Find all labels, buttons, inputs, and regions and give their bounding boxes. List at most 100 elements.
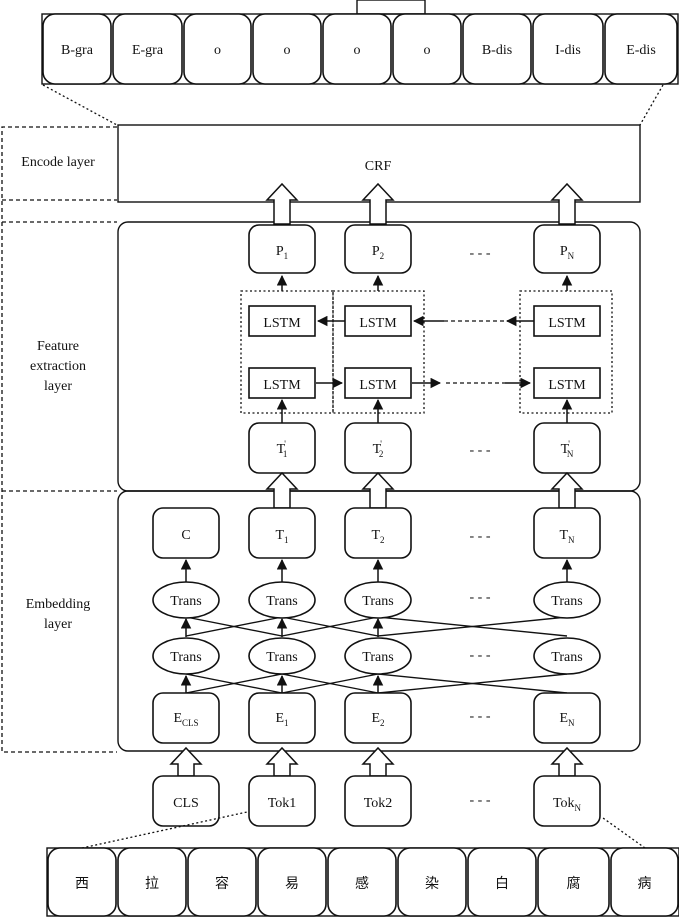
t-node-label: T2 xyxy=(371,528,384,545)
input-char-cell xyxy=(117,847,187,917)
trans-cross-link xyxy=(281,673,379,694)
input-char-text: 容 xyxy=(215,875,229,892)
t-prime-label: T'2 xyxy=(373,439,384,459)
trans-label: Trans xyxy=(551,650,582,665)
output-label-text: E-dis xyxy=(626,43,656,58)
hollow-arrow-tok-to-e xyxy=(169,746,203,777)
input-char-text: 易 xyxy=(285,877,299,892)
embedding-node-label: E1 xyxy=(275,711,288,728)
output-label-cell xyxy=(392,13,462,85)
output-label-text: o xyxy=(424,43,431,58)
hollow-arrow-t-to-tprime xyxy=(265,471,299,509)
funnel-line-right xyxy=(639,84,664,126)
hollow-arrow-tok-to-e xyxy=(550,746,584,777)
trans-upper-ellipsis: - - - xyxy=(470,590,491,605)
tok-ellipsis: - - - xyxy=(470,793,491,808)
t-node xyxy=(152,507,220,559)
hollow-arrow-tok-to-e xyxy=(361,746,395,777)
embedding-layer-label-line2: layer xyxy=(44,617,72,632)
trans-label: Trans xyxy=(551,594,582,609)
input-chars: 西拉容易感染白腐病 xyxy=(47,847,679,917)
input-char-cell xyxy=(187,847,257,917)
lstm-backward-cell xyxy=(533,305,601,337)
trans-label: Trans xyxy=(266,650,297,665)
t-prime-label: T'N xyxy=(561,439,574,459)
token-node xyxy=(533,775,601,827)
p-node xyxy=(344,224,412,274)
p-node-label: PN xyxy=(560,244,575,261)
hollow-arrow-tok-to-e xyxy=(265,746,299,777)
input-char-text: 西 xyxy=(75,877,89,892)
e-ellipsis: - - - xyxy=(470,709,491,724)
trans-label: Trans xyxy=(170,594,201,609)
crf-label: CRF xyxy=(365,159,392,174)
t-node-label: T1 xyxy=(275,528,288,545)
hollow-arrow-t-to-tprime xyxy=(361,471,395,509)
input-char-cell xyxy=(257,847,327,917)
output-label-cell xyxy=(532,13,604,85)
input-char-text: 病 xyxy=(638,876,652,892)
trans-label: Trans xyxy=(362,650,393,665)
input-char-text: 白 xyxy=(495,876,509,892)
embedding-node-label: ECLS xyxy=(173,711,198,728)
token-node-label: CLS xyxy=(173,796,199,811)
lstm-backward-cell xyxy=(248,305,316,337)
input-char-text: 感 xyxy=(355,875,369,892)
trans-cross-link xyxy=(281,616,379,637)
lstm-forward-cell xyxy=(344,367,412,399)
token-node xyxy=(344,775,412,827)
trans-lower-ellipsis: - - - xyxy=(470,648,491,663)
feature-layer-label-line1: Feature xyxy=(37,339,79,354)
trans-label: Trans xyxy=(362,594,393,609)
lstm-label: LSTM xyxy=(548,316,586,331)
trans-label: Trans xyxy=(170,650,201,665)
lstm-backward-cell xyxy=(344,305,412,337)
output-label-text: E-gra xyxy=(132,43,164,58)
t-prime-label: T'1 xyxy=(277,439,288,459)
lstm-forward-cell xyxy=(248,367,316,399)
output-label-cell xyxy=(604,13,678,85)
trans-cross-link xyxy=(185,673,283,694)
output-label-cell xyxy=(252,13,322,85)
token-funnel-right xyxy=(602,817,646,849)
embedding-node-label: E2 xyxy=(371,711,384,728)
hollow-arrow-t-to-tprime xyxy=(550,471,584,509)
embedding-node xyxy=(533,692,601,744)
token-node-label: Tok2 xyxy=(364,796,393,811)
layer-brackets xyxy=(1,126,117,753)
transformer-node-lower xyxy=(533,637,601,675)
encode-layer-label: Encode layer xyxy=(21,155,95,170)
embedding-layer-label-line1: Embedding xyxy=(26,597,91,612)
lstm-forward-cell xyxy=(533,367,601,399)
p-node xyxy=(248,224,316,274)
p-node xyxy=(533,224,601,274)
input-char-text: 腐 xyxy=(567,875,581,892)
t-prime-ellipsis: - - - xyxy=(470,443,491,458)
hollow-arrow-to-crf xyxy=(361,182,395,225)
t-node xyxy=(533,507,601,559)
hollow-arrow-to-crf xyxy=(265,182,299,225)
transformer-node-lower xyxy=(248,637,316,675)
t-node xyxy=(248,507,316,559)
t-node-label: TN xyxy=(559,528,575,545)
p-node-label: P1 xyxy=(276,244,288,261)
output-label-cell xyxy=(183,13,252,85)
trans-cross-link xyxy=(377,616,568,637)
trans-cross-link xyxy=(185,616,283,637)
t-node xyxy=(344,507,412,559)
output-label-cell xyxy=(462,13,532,85)
lstm-label: LSTM xyxy=(359,316,397,331)
p-node-label: P2 xyxy=(372,244,384,261)
t-ellipsis: - - - xyxy=(470,529,491,544)
feature-layer-label-line2: extraction xyxy=(30,359,86,374)
output-label-text: o xyxy=(214,43,221,58)
input-char-cell xyxy=(467,847,537,917)
bilstm-unit-box xyxy=(519,290,613,414)
transformer-node-lower xyxy=(344,637,412,675)
feature-layer-label-line3: layer xyxy=(44,379,72,394)
hollow-arrow-to-crf xyxy=(550,182,584,225)
token-node-label: Tok1 xyxy=(268,796,297,811)
output-label-text: B-gra xyxy=(61,43,94,58)
token-funnel-left xyxy=(81,811,248,849)
